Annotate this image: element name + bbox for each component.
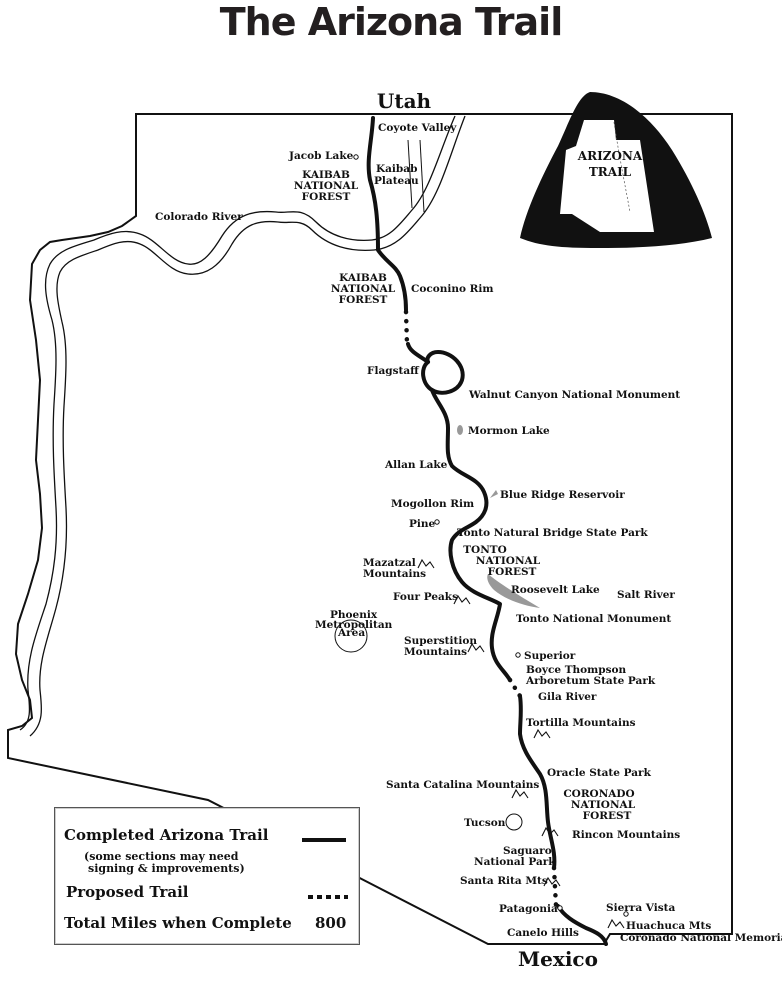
kaibab-plateau-label-1: Kaibab: [376, 163, 417, 175]
jacob-lake-marker: [353, 154, 359, 160]
santa-rita-mountain-icon: [543, 876, 561, 887]
utah-label: Utah: [377, 89, 432, 113]
huachuca-label: Huachuca Mts: [626, 920, 711, 932]
legend-completed-note: (some sections may need signing & improv…: [84, 851, 304, 875]
phoenix-label-2: Metropolitan: [315, 619, 393, 631]
legend-completed-swatch: [302, 838, 346, 842]
mexico-label: Mexico: [518, 947, 598, 971]
mormon-lake-icon: [457, 425, 463, 435]
blue-ridge-label: Blue Ridge Reservoir: [500, 489, 625, 501]
santa-catalina-mountain-icon: [511, 788, 529, 799]
phoenix-area-marker: [334, 619, 368, 653]
kaibab-forest-label-south: KAIBAB NATIONAL FOREST: [331, 272, 396, 306]
badge-line2: TRAIL: [589, 165, 632, 179]
patagonia-marker: [557, 905, 563, 911]
coyote-valley-label: Coyote Valley: [378, 122, 457, 134]
superstition-mountain-icon: [467, 642, 485, 653]
roosevelt-lake-icon: [487, 574, 540, 608]
mazatzal-mountain-icon: [417, 558, 435, 569]
four-peaks-label: Four Peaks: [393, 591, 458, 603]
coronado-forest-label: CORONADO NATIONAL FOREST: [563, 788, 635, 822]
tucson-label: Tucson: [464, 817, 506, 829]
completed-trail: [366, 116, 608, 946]
four-peaks-mountain-icon: [453, 594, 471, 605]
patagonia-label: Patagonia: [499, 903, 558, 915]
legend-note-line2: signing & improvements): [88, 862, 245, 875]
pine-marker: [434, 519, 440, 525]
gila-river-label: Gila River: [538, 691, 597, 703]
legend-proposed-label: Proposed Trail: [66, 883, 189, 901]
legend-total-label: Total Miles when Complete: [64, 914, 292, 932]
rincon-mountain-icon: [541, 826, 559, 837]
saguaro-label-2: National Park: [474, 856, 556, 868]
svg-text:CORONADO: CORONADO: [563, 788, 634, 800]
santa-rita-label: Santa Rita Mts: [460, 875, 548, 887]
rincon-label: Rincon Mountains: [572, 829, 680, 841]
saguaro-label-1: Saguaro: [503, 845, 552, 857]
mogollon-rim-label: Mogollon Rim: [391, 498, 474, 510]
mormon-lake-label: Mormon Lake: [468, 425, 550, 437]
svg-text:KAIBAB: KAIBAB: [302, 169, 350, 181]
mountain-icons: [417, 558, 625, 929]
tonto-bridge-label: Tonto Natural Bridge State Park: [457, 527, 648, 539]
superstition-label-2: Mountains: [404, 646, 467, 658]
legend-completed-label: Completed Arizona Trail: [64, 826, 269, 844]
allan-lake-label: Allan Lake: [384, 459, 448, 471]
colorado-river-label: Colorado River: [155, 211, 243, 223]
arizona-trail-badge: ARIZONA TRAIL: [520, 92, 712, 248]
svg-text:NATIONAL: NATIONAL: [571, 799, 636, 811]
svg-text:NATIONAL: NATIONAL: [294, 180, 359, 192]
kaibab-plateau-label-2: Plateau: [374, 175, 419, 187]
pine-label: Pine: [409, 518, 436, 530]
boyce-label-1: Boyce Thompson: [526, 664, 627, 676]
superstition-label-1: Superstition: [404, 635, 477, 647]
svg-text:FOREST: FOREST: [583, 810, 632, 822]
tonto-monument-label: Tonto National Monument: [516, 613, 671, 625]
salt-river-label: Salt River: [617, 589, 675, 601]
canelo-hills-label: Canelo Hills: [507, 927, 579, 939]
coronado-memorial-label: Coronado National Memorial: [620, 932, 782, 944]
phoenix-label-1: Phoenix: [330, 609, 378, 621]
badge-line1: ARIZONA: [577, 149, 643, 163]
blue-ridge-reservoir-icon: [490, 490, 498, 498]
tortilla-mountain-icon: [533, 728, 551, 739]
superior-label: Superior: [524, 650, 576, 662]
coconino-rim-label: Coconino Rim: [411, 283, 494, 295]
santa-catalina-label: Santa Catalina Mountains: [386, 779, 539, 791]
tonto-forest-label: TONTO NATIONAL FOREST: [463, 544, 540, 578]
walnut-canyon-label: Walnut Canyon National Monument: [468, 389, 680, 401]
superior-marker: [515, 652, 521, 658]
map-legend: Completed Arizona Trail (some sections m…: [54, 807, 360, 945]
svg-text:FOREST: FOREST: [302, 191, 351, 203]
legend-note-line1: (some sections may need: [84, 850, 239, 863]
jacob-lake-label: Jacob Lake: [288, 150, 354, 162]
huachuca-mountain-icon: [607, 918, 625, 929]
tortilla-label: Tortilla Mountains: [526, 717, 636, 729]
svg-text:KAIBAB: KAIBAB: [339, 272, 387, 284]
flagstaff-label: Flagstaff: [367, 365, 420, 377]
sierra-vista-marker: [623, 911, 629, 917]
roosevelt-lake-label: Roosevelt Lake: [511, 584, 600, 596]
boyce-label-2: Arboretum State Park: [525, 675, 656, 687]
legend-total-value: 800: [315, 914, 347, 932]
sierra-vista-label: Sierra Vista: [606, 902, 675, 914]
svg-text:FOREST: FOREST: [339, 294, 388, 306]
tucson-marker: [505, 813, 523, 831]
kaibab-forest-label-north: KAIBAB NATIONAL FOREST: [294, 169, 359, 203]
oracle-label: Oracle State Park: [547, 767, 652, 779]
svg-text:NATIONAL: NATIONAL: [331, 283, 396, 295]
svg-text:FOREST: FOREST: [488, 566, 537, 578]
map-title: The Arizona Trail: [219, 0, 563, 44]
phoenix-label-3: Area: [337, 627, 365, 639]
mazatzal-label-1: Mazatzal: [363, 557, 416, 569]
mazatzal-label-2: Mountains: [363, 568, 426, 580]
proposed-trail: [403, 309, 559, 909]
legend-proposed-swatch: [308, 895, 348, 899]
svg-text:TONTO: TONTO: [463, 544, 507, 556]
colorado-river: [19, 115, 466, 737]
svg-text:NATIONAL: NATIONAL: [476, 555, 541, 567]
